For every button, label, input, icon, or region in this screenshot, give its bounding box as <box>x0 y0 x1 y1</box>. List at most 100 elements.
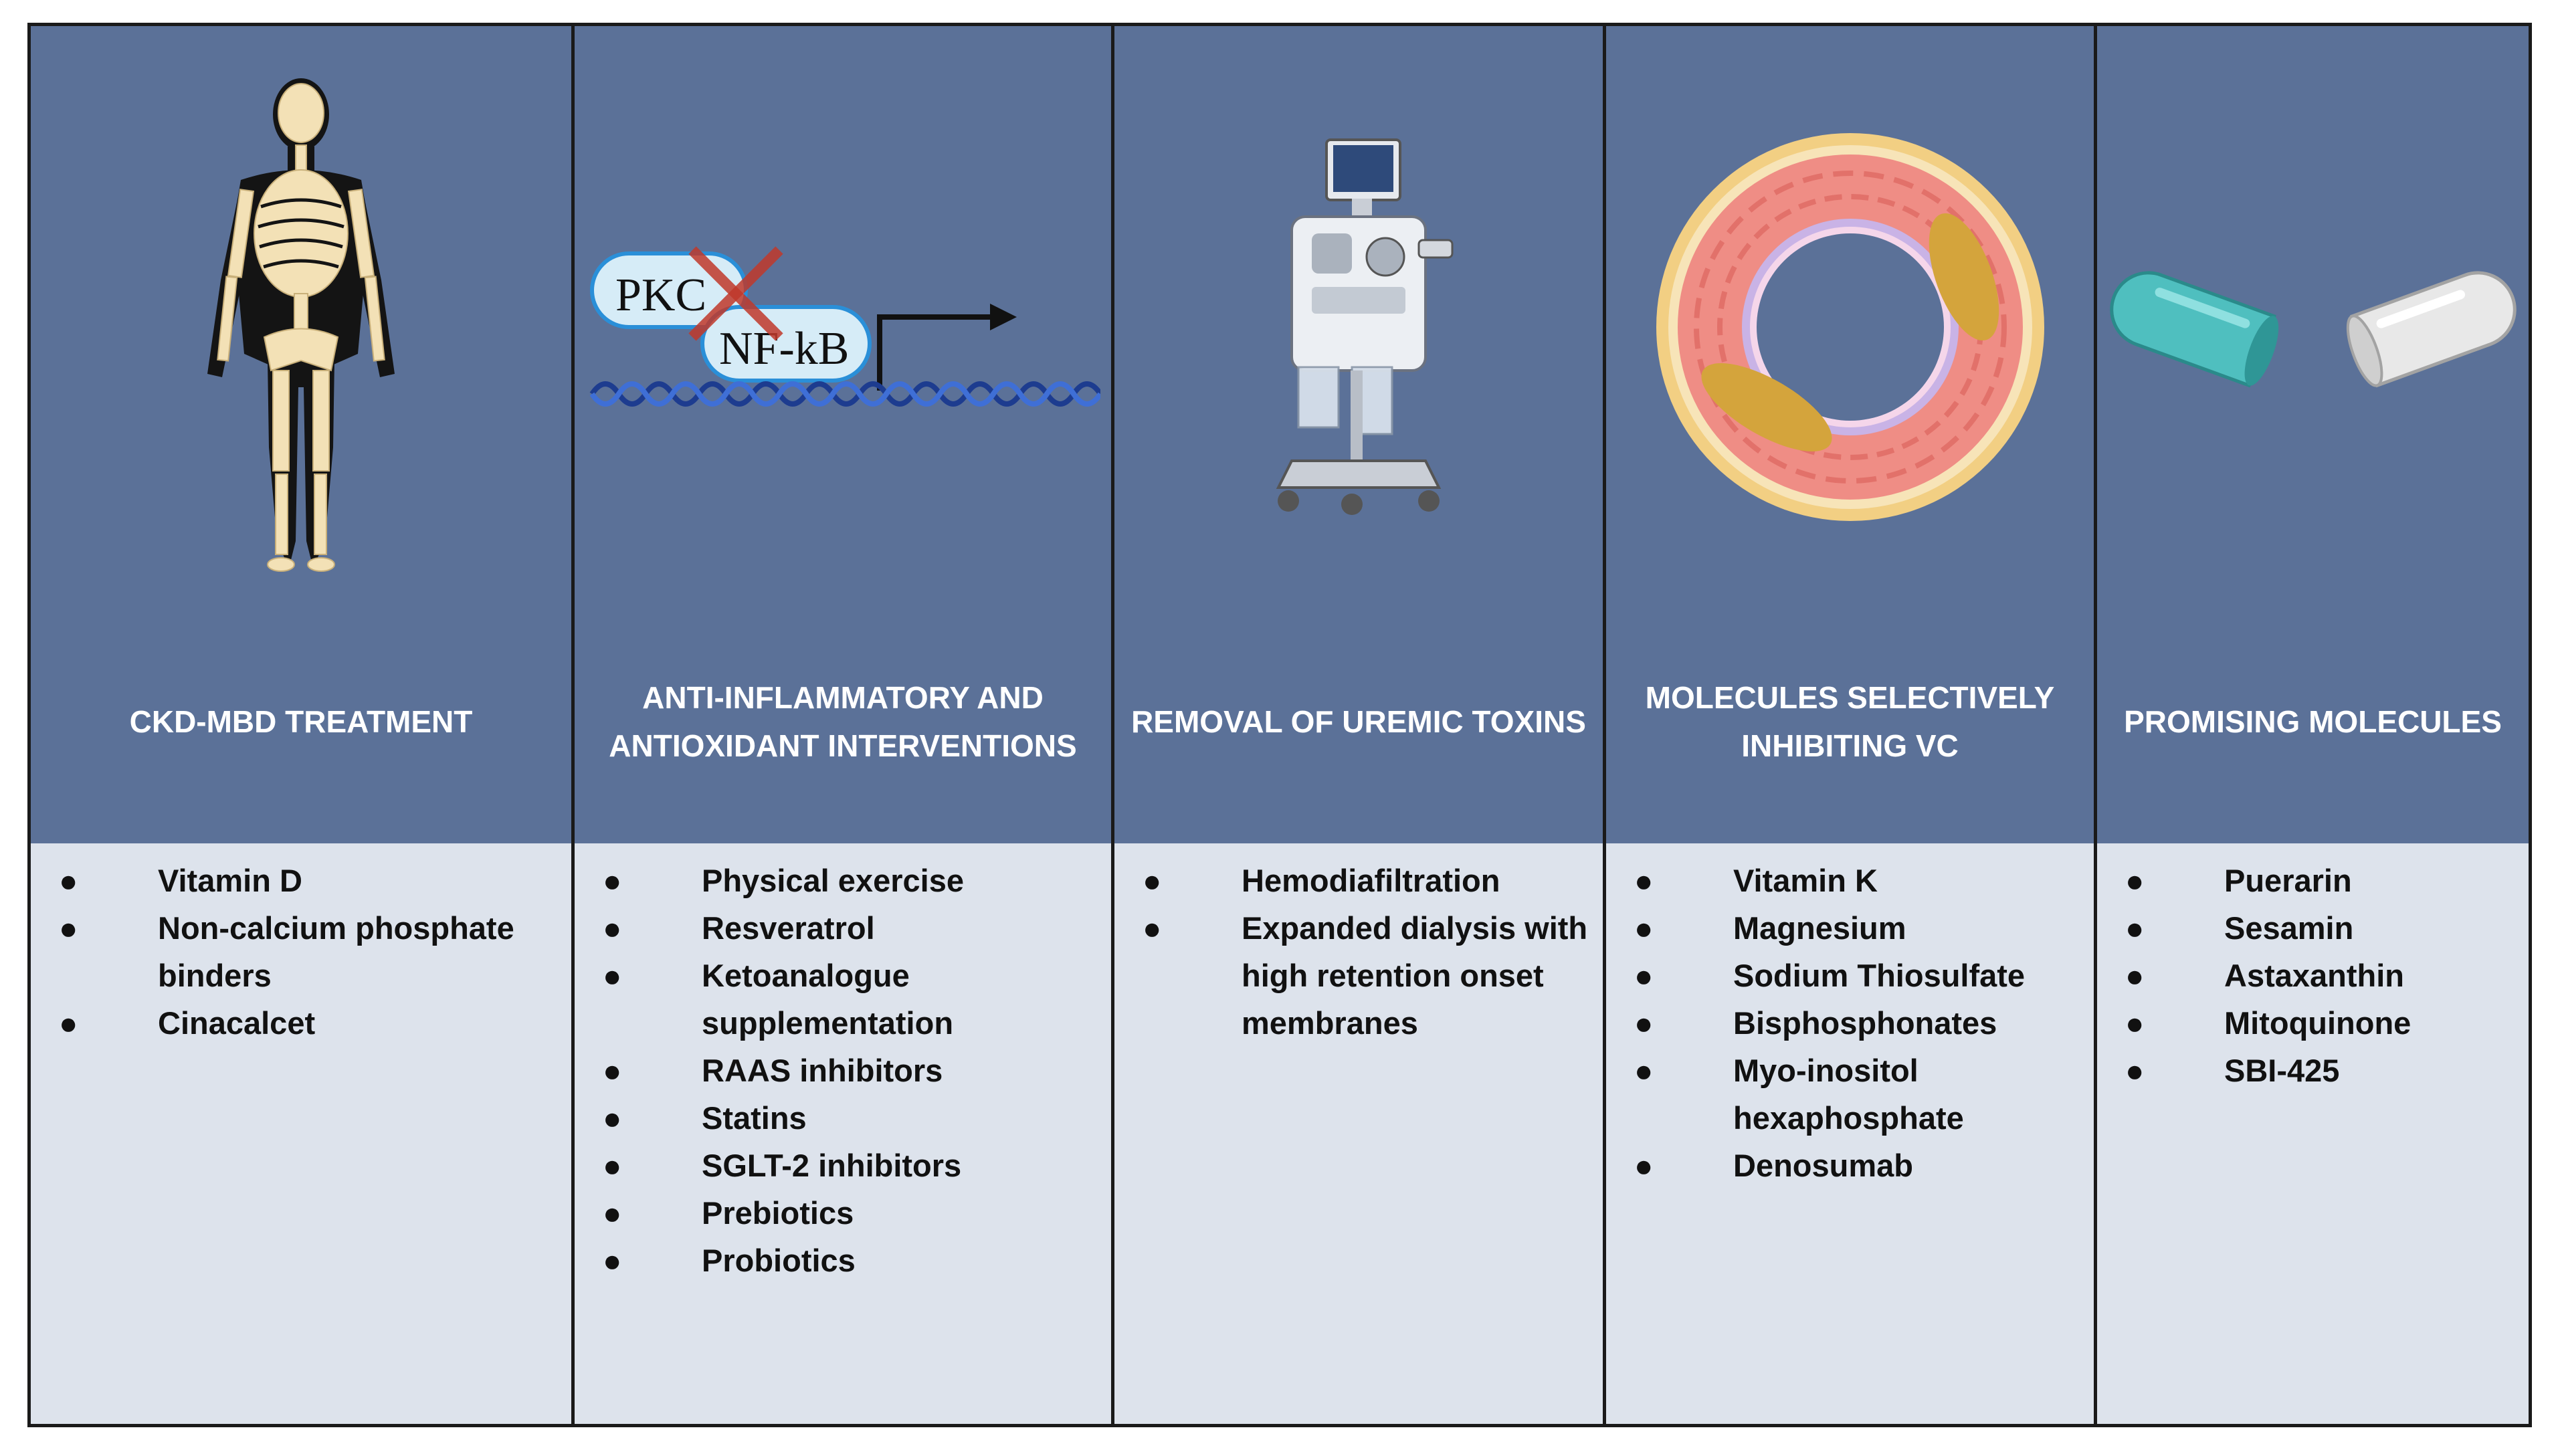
list-item: ● Sodium Thiosulfate <box>1606 952 2087 999</box>
list-item: ● RAAS inhibitors <box>575 1047 1104 1094</box>
list-item: ● Sesamin <box>2097 904 2522 952</box>
pkc-label: PKC <box>615 270 706 321</box>
bullet-icon: ● <box>2125 910 2145 946</box>
column-uremic-toxins: REMOVAL OF UREMIC TOXINS ● Hemodiafiltrat… <box>1111 26 1603 1424</box>
item-text: Mitoquinone <box>2224 1005 2412 1041</box>
item-text: Hemodiafiltration <box>1242 863 1500 898</box>
column-title: CKD-MBD TREATMENT <box>129 704 473 739</box>
item-text: Probiotics <box>702 1243 856 1278</box>
nfkb-label: NF-kB <box>719 323 849 375</box>
bullet-icon: ● <box>1634 1148 1654 1183</box>
column-body: ● Vitamin K ● Magnesium ● Sodium Thiosulfat… <box>1606 843 2094 1424</box>
column-header: PROMISING MOLECULES <box>2097 26 2529 843</box>
treatment-table: CKD-MBD TREATMENT ● Vitamin D ● Non-calciu… <box>27 23 2532 1427</box>
column-ckd-mbd: CKD-MBD TREATMENT ● Vitamin D ● Non-calciu… <box>31 26 571 1424</box>
column-header: REMOVAL OF UREMIC TOXINS <box>1114 26 1603 843</box>
bullet-icon: ● <box>603 910 622 946</box>
column-body: ● Physical exercise ● Resveratrol ● Ketoana… <box>575 843 1111 1424</box>
bullet-icon: ● <box>2125 1005 2145 1041</box>
item-text: Bisphosphonates <box>1733 1005 1997 1041</box>
list-item: ● Cinacalcet <box>31 999 565 1047</box>
bullet-icon: ● <box>2125 863 2145 898</box>
calcified-artery-icon <box>1656 133 2044 521</box>
bullet-icon: ● <box>603 1100 622 1136</box>
bullet-icon: ● <box>1143 910 1162 946</box>
bullet-icon: ● <box>603 1148 622 1183</box>
bullet-icon: ● <box>2125 1053 2145 1088</box>
item-text: Myo-inositol hexaphosphate <box>1733 1053 1964 1136</box>
column-header: MOLECULES SELECTIVELY INHIBITING VC <box>1606 26 2094 843</box>
item-text: SGLT-2 inhibitors <box>702 1148 962 1183</box>
list-item: ● Puerarin <box>2097 857 2522 904</box>
skeleton-icon <box>207 78 395 572</box>
list-item: ● Mitoquinone <box>2097 999 2522 1047</box>
list-item: ●Bisphosphonates <box>1606 999 2087 1047</box>
item-text: Ketoanalogue supplementation <box>702 958 954 1041</box>
column-body: ● Vitamin D ● Non-calcium phosphate binder… <box>31 843 571 1424</box>
item-text: Sesamin <box>2224 910 2354 946</box>
item-text: Vitamin D <box>158 863 302 898</box>
list-item: ● Prebiotics <box>575 1189 1104 1237</box>
bullet-icon: ● <box>1634 910 1654 946</box>
item-text: Sodium Thiosulfate <box>1733 958 2026 993</box>
bullet-icon: ● <box>1634 863 1654 898</box>
bullet-icon: ● <box>603 1243 622 1278</box>
item-text: Vitamin K <box>1733 863 1878 898</box>
list-item: ● Denosumab <box>1606 1142 2087 1189</box>
list-item: ● Probiotics <box>575 1237 1104 1284</box>
item-text: Statins <box>702 1100 807 1136</box>
item-text: Magnesium <box>1733 910 1906 946</box>
item-text: Physical exercise <box>702 863 964 898</box>
column-body: ● Hemodiafiltration ● Expanded dialysis wi… <box>1114 843 1603 1424</box>
column-title: ANTI-INFLAMMATORY AND ANTIOXIDANT INTERV… <box>609 680 1077 763</box>
item-text: RAAS inhibitors <box>702 1053 943 1088</box>
item-text: Astaxanthin <box>2224 958 2404 993</box>
bullet-icon: ● <box>603 863 622 898</box>
list-item: ● Resveratrol <box>575 904 1104 952</box>
list-item: ● SBI-425 <box>2097 1047 2522 1094</box>
list-item: ● Ketoanalogue supplementation <box>575 952 1104 1047</box>
column-header: CKD-MBD TREATMENT <box>31 26 571 843</box>
dialysis-machine-icon <box>1276 138 1454 515</box>
bullet-icon: ● <box>1634 1053 1654 1088</box>
list-item: ● Myo-inositol hexaphosphate <box>1606 1047 2087 1142</box>
bullet-icon: ● <box>603 1195 622 1231</box>
pkc-nfkb-inhibition-icon: PKC NF-kB <box>589 246 1100 407</box>
column-anti-inflammatory: PKC NF-kB ANTI-INFLAMMATORY AND ANTIOXI <box>571 26 1111 1424</box>
column-header: PKC NF-kB ANTI-INFLAMMATORY AND ANTIOXI <box>575 26 1111 843</box>
item-text: Resveratrol <box>702 910 875 946</box>
capsule-icon <box>2109 271 2517 388</box>
item-text: Prebiotics <box>702 1195 854 1231</box>
column-vc-inhibitors: MOLECULES SELECTIVELY INHIBITING VC ● Vit… <box>1603 26 2094 1424</box>
list-item: ● Expanded dialysis with high retention o… <box>1114 904 1596 1047</box>
item-text: Expanded dialysis with high retention on… <box>1242 910 1588 1041</box>
item-text: Non-calcium phosphate binders <box>158 910 514 993</box>
list-item: ● Magnesium <box>1606 904 2087 952</box>
list-item: ● Vitamin D <box>31 857 565 904</box>
item-text: Puerarin <box>2224 863 2352 898</box>
bullet-icon: ● <box>2125 958 2145 993</box>
column-promising-molecules: PROMISING MOLECULES ● Puerarin ● Sesamin ●… <box>2094 26 2529 1424</box>
item-text: Cinacalcet <box>158 1005 316 1041</box>
column-title: REMOVAL OF UREMIC TOXINS <box>1131 704 1586 739</box>
list-item: ● Non-calcium phosphate binders <box>31 904 565 999</box>
item-text: Denosumab <box>1733 1148 1913 1183</box>
dna-helix-icon <box>589 381 1100 407</box>
inhibition-cross-icon <box>688 246 783 341</box>
column-body: ● Puerarin ● Sesamin ● Astaxanthin ● Mitoqui… <box>2097 843 2529 1424</box>
list-item: ● Statins <box>575 1094 1104 1142</box>
list-item: ● Physical exercise <box>575 857 1104 904</box>
bullet-icon: ● <box>59 1005 78 1041</box>
bullet-icon: ● <box>603 958 622 993</box>
item-text: SBI-425 <box>2224 1053 2340 1088</box>
bullet-icon: ● <box>1634 958 1654 993</box>
bullet-icon: ● <box>603 1053 622 1088</box>
bullet-icon: ● <box>59 910 78 946</box>
list-item: ● SGLT-2 inhibitors <box>575 1142 1104 1189</box>
list-item: ● Astaxanthin <box>2097 952 2522 999</box>
list-item: ● Hemodiafiltration <box>1114 857 1596 904</box>
column-title: PROMISING MOLECULES <box>2124 704 2502 739</box>
list-item: ● Vitamin K <box>1606 857 2087 904</box>
bullet-icon: ● <box>1143 863 1162 898</box>
bullet-icon: ● <box>59 863 78 898</box>
